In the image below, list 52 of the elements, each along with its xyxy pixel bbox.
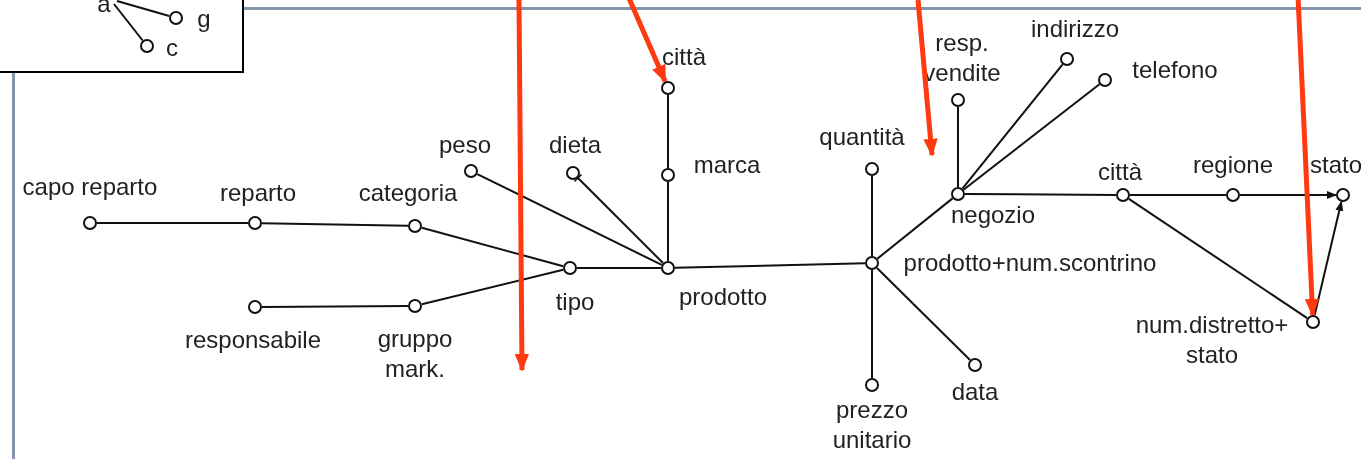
attribute-label: reparto — [220, 178, 296, 208]
attribute-label: prodotto — [678, 282, 768, 312]
connector-line — [261, 305, 409, 308]
connector-line — [261, 222, 409, 227]
connector-line — [871, 269, 873, 379]
attribute-label: peso — [439, 130, 491, 160]
connector-line — [1239, 191, 1337, 199]
connector-line — [674, 262, 866, 269]
attribute-label: capo reparto — [22, 172, 158, 202]
connector-line — [667, 181, 669, 262]
pointer-arrow — [625, 0, 668, 84]
connector-line — [420, 268, 565, 306]
connector-line — [116, 0, 171, 18]
attribute-label: num.distretto+ stato — [1135, 310, 1289, 370]
connector-line — [667, 94, 669, 169]
attribute-label: a — [97, 0, 111, 16]
attribute-label: c — [166, 33, 178, 63]
connector-line — [1129, 194, 1227, 196]
attribute-label: categoria — [358, 178, 458, 208]
connector-line — [961, 63, 1064, 190]
attribute-label: città — [1098, 157, 1142, 187]
attribute-label: indirizzo — [1031, 14, 1119, 44]
attribute-label: città — [662, 42, 706, 72]
connector-line — [476, 173, 663, 266]
attribute-label: data — [951, 377, 999, 407]
attribute-label: regione — [1192, 150, 1274, 180]
connector-line — [1313, 200, 1344, 317]
connector-line — [573, 173, 665, 265]
attribute-label: dieta — [549, 130, 601, 160]
attribute-label: stato — [1310, 150, 1361, 180]
attribute-label: tipo — [555, 287, 595, 317]
attribute-label: marca — [693, 150, 761, 180]
connector-line — [576, 267, 662, 269]
attribute-label: g — [197, 4, 211, 34]
connector-line — [1127, 197, 1309, 320]
attribute-label: responsabile — [184, 325, 322, 355]
connector-line — [964, 193, 1117, 196]
connector-line — [113, 3, 144, 42]
connector-line — [957, 106, 959, 188]
connector-line — [871, 175, 873, 257]
pointer-arrow — [1295, 0, 1320, 317]
connector-line — [420, 226, 565, 268]
attribute-label: prezzo unitario — [831, 395, 913, 455]
connector-line — [876, 197, 954, 260]
attribute-label: gruppo mark. — [376, 324, 454, 384]
attribute-label: telefono — [1132, 55, 1218, 85]
attribute-label: quantità — [819, 122, 905, 152]
attribute-label: negozio — [950, 200, 1036, 230]
connector-line — [875, 266, 972, 362]
connector-line — [96, 222, 249, 224]
attribute-label: prodotto+num.scontrino — [903, 248, 1157, 278]
connector-line — [962, 83, 1101, 191]
